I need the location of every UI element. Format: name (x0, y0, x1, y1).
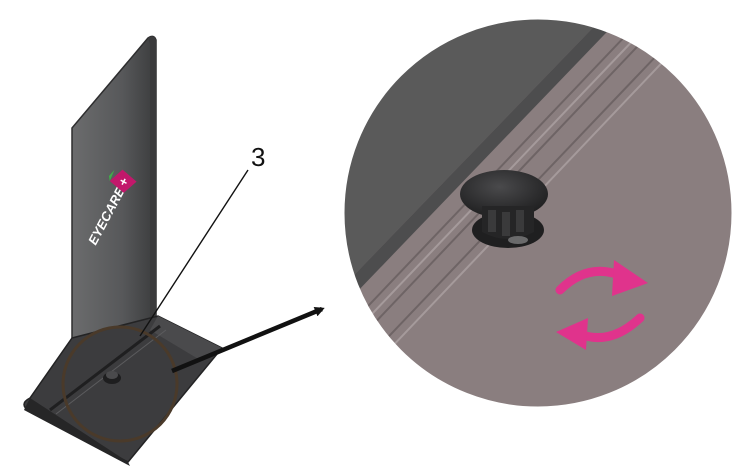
brand-badge-icon: + (108, 169, 137, 193)
detail-highlight-circle (61, 325, 179, 443)
base-knob-icon (103, 371, 121, 384)
mounting-knob-icon (460, 170, 548, 248)
monitor-stand: EYECARE + (23, 35, 224, 466)
pointer-arrow-icon (171, 306, 325, 374)
zoom-detail (344, 19, 732, 407)
callout-leader-line (139, 169, 249, 337)
callout-number: 3 (251, 142, 265, 172)
